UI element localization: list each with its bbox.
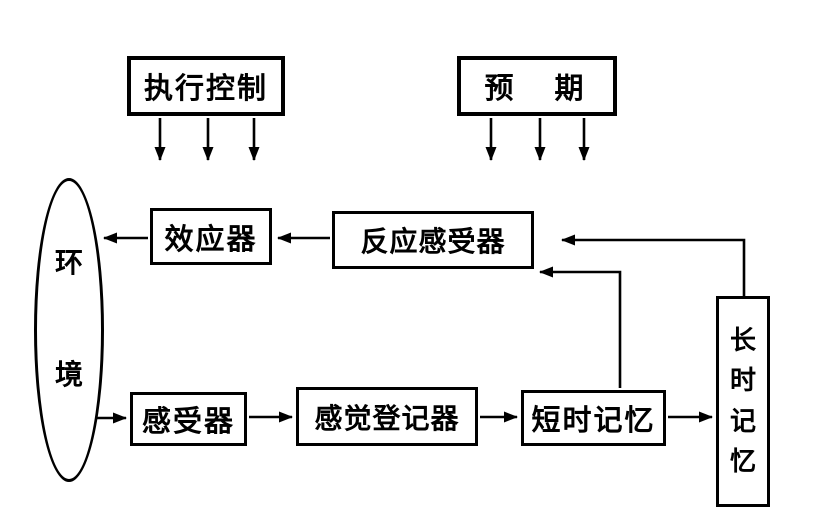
node-ltm-char-3: 记 bbox=[729, 406, 756, 437]
node-response-generator: 反应感受器 bbox=[332, 211, 534, 269]
node-ltm-char-2: 时 bbox=[729, 366, 756, 397]
arrow-ltm-feedback bbox=[561, 234, 746, 296]
node-receptor: 感受器 bbox=[130, 392, 247, 446]
node-sensory-register: 感觉登记器 bbox=[296, 387, 478, 446]
node-environment: 环 境 bbox=[34, 178, 104, 482]
node-effector-label: 效应器 bbox=[164, 221, 258, 256]
node-receptor-label: 感受器 bbox=[141, 404, 235, 438]
node-environment-char-1: 环 bbox=[54, 246, 84, 279]
arrow-stm-feedback bbox=[539, 266, 622, 388]
node-environment-char-2: 境 bbox=[54, 358, 84, 391]
node-executive-control-label: 执行控制 bbox=[143, 71, 268, 105]
node-executive-control: 执行控制 bbox=[127, 56, 285, 116]
node-effector: 效应器 bbox=[150, 208, 272, 265]
node-short-term-memory: 短时记忆 bbox=[521, 390, 666, 446]
arrows-expectancy-down bbox=[485, 118, 590, 161]
arrows-executive-control-down bbox=[154, 118, 260, 161]
node-response-generator-label: 反应感受器 bbox=[360, 225, 506, 258]
node-ltm-char-4: 忆 bbox=[729, 446, 756, 477]
node-long-term-memory: 长 时 记 忆 bbox=[716, 296, 770, 507]
node-expectancy: 预 期 bbox=[457, 56, 617, 116]
node-ltm-char-1: 长 bbox=[729, 325, 756, 356]
node-short-term-memory-label: 短时记忆 bbox=[531, 403, 656, 437]
node-sensory-register-label: 感觉登记器 bbox=[314, 401, 460, 435]
node-expectancy-label: 预 期 bbox=[484, 71, 590, 105]
